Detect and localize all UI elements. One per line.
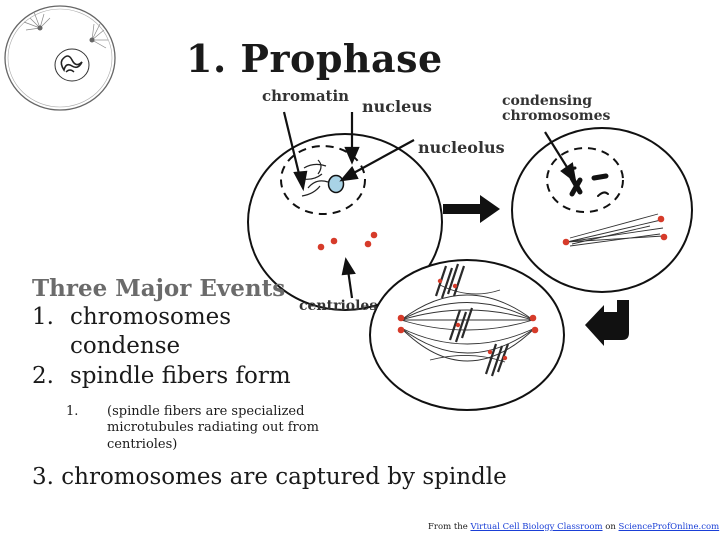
credit-prefix: From the <box>428 522 468 532</box>
spindle-sub-item: 1. (spindle fibers are specialized micro… <box>66 404 326 453</box>
credit-middle: on <box>605 522 616 532</box>
condensing-chromosomes-label: condensing chromosomes <box>502 94 610 125</box>
cell-condensing <box>512 128 692 292</box>
scienceprofonline-link[interactable]: ScienceProfOnline.com <box>619 522 720 532</box>
event-item: 2. spindle fibers form <box>32 362 472 391</box>
event-text-line: chromosomes <box>70 304 231 330</box>
event-text: chromosomes condense <box>70 303 231 361</box>
event-number: 1. <box>32 303 70 361</box>
curved-return-arrow-icon <box>585 300 629 346</box>
nucleus-label: nucleus <box>362 98 432 116</box>
sub-item-number: 1. <box>66 404 107 453</box>
events-heading: Three Major Events <box>32 274 472 303</box>
event-item: 1. chromosomes condense <box>32 303 472 361</box>
major-events-list: Three Major Events 1. chromosomes conden… <box>32 274 472 391</box>
condensing-label-line2: chromosomes <box>502 109 610 124</box>
nucleolus-label: nucleolus <box>418 139 505 157</box>
event-number: 2. <box>32 362 70 391</box>
chromatin-label: chromatin <box>262 88 349 105</box>
nucleolus <box>329 176 344 193</box>
event-number: 3. <box>32 464 54 490</box>
credit-line: From the Virtual Cell Biology Classroom … <box>428 522 719 532</box>
condensing-label-line1: condensing <box>502 94 610 109</box>
sub-item-text: (spindle fibers are specialized microtub… <box>107 404 326 453</box>
thumbnail-cell-image <box>5 6 115 110</box>
event-text: chromosomes are captured by spindle <box>61 464 506 490</box>
event-item: 3. chromosomes are captured by spindle <box>32 464 507 490</box>
right-arrow-icon <box>443 195 500 223</box>
virtual-classroom-link[interactable]: Virtual Cell Biology Classroom <box>470 522 602 532</box>
slide-title: 1. Prophase <box>186 36 443 81</box>
event-text: spindle fibers form <box>70 362 291 391</box>
event-text-line: condense <box>70 333 180 359</box>
